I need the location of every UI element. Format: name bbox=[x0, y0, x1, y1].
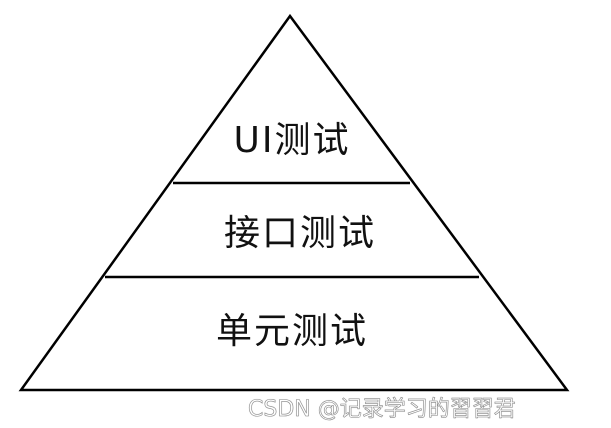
watermark-text: CSDN @记录学习的習習君 bbox=[248, 397, 516, 423]
tier-label-unit: 单元测试 bbox=[216, 311, 368, 352]
tier-label-ui: UI测试 bbox=[234, 120, 351, 161]
tier-label-interface: 接口测试 bbox=[224, 213, 376, 254]
pyramid-outline bbox=[18, 13, 570, 392]
